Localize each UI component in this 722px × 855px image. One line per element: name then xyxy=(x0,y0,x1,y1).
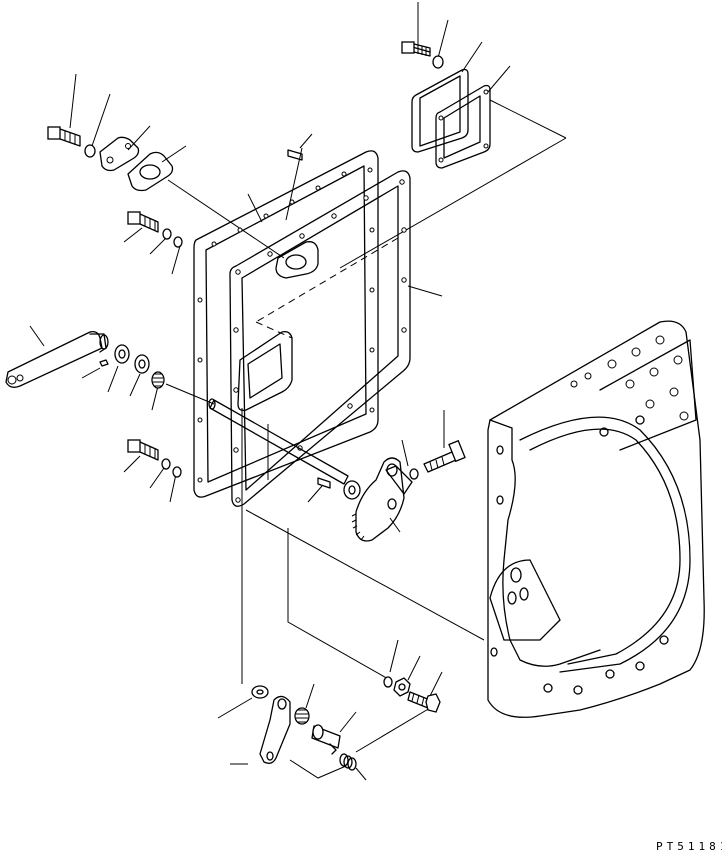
leader-line xyxy=(339,711,357,733)
mid-bolt-group xyxy=(123,211,183,275)
cover-to-housing-line xyxy=(245,509,485,641)
small-cover-assembly-line xyxy=(167,179,285,259)
leader-line xyxy=(247,193,263,223)
leader-line xyxy=(389,639,399,673)
leader-line xyxy=(285,147,303,221)
sector-bolt xyxy=(423,439,466,473)
hidden-line xyxy=(255,237,399,323)
shift-shaft xyxy=(208,398,349,503)
mid-bolt xyxy=(127,211,159,233)
bottom-bolt xyxy=(407,691,441,713)
main-gasket xyxy=(193,150,379,498)
leader-line xyxy=(123,455,141,473)
bottom-spring xyxy=(339,753,357,771)
mid-washer-1 xyxy=(162,228,172,240)
lower-washer-2 xyxy=(172,466,182,478)
leader-line xyxy=(123,227,143,243)
small-cover-gasket xyxy=(127,151,174,192)
shift-lever xyxy=(5,330,109,388)
bottom-washer xyxy=(251,685,269,699)
spring-to-bolt-line xyxy=(355,707,431,753)
leader-line xyxy=(217,697,253,719)
oil-seal xyxy=(114,344,130,364)
hidden-line xyxy=(255,321,293,339)
transmission-housing xyxy=(487,320,705,718)
gasket-to-plate-line xyxy=(489,99,567,139)
housing-boss xyxy=(489,559,561,641)
leader-line xyxy=(355,767,367,781)
leader-line xyxy=(429,671,443,697)
bottom-nut xyxy=(393,677,411,697)
leader-line xyxy=(169,473,177,503)
leader-line xyxy=(171,245,181,275)
top-cover-assembly-line xyxy=(339,137,567,269)
top-cover-plate xyxy=(411,68,469,153)
leader-line xyxy=(389,517,401,533)
lower-bolt-group xyxy=(123,439,182,503)
lower-bolt xyxy=(127,439,159,461)
leader-line xyxy=(307,485,323,503)
housing-top-holes xyxy=(570,335,689,421)
bushing xyxy=(134,354,150,374)
main-gasket-holes xyxy=(197,167,375,483)
leader-line xyxy=(401,439,409,467)
lever-axis-line xyxy=(165,383,215,405)
drawing-code: PT51181 xyxy=(656,840,722,853)
leader-line xyxy=(407,655,421,681)
cover-flange-boss xyxy=(275,241,319,279)
shaft-to-bolt-line xyxy=(287,528,391,681)
small-cover-bolt xyxy=(47,126,81,147)
leader-line xyxy=(299,133,313,149)
dowel-pin xyxy=(287,149,303,161)
collar xyxy=(343,480,361,500)
leader-line xyxy=(127,125,151,151)
leader-line xyxy=(69,73,77,129)
leader-line xyxy=(91,93,111,147)
lever-to-spring-line xyxy=(289,759,347,779)
bottom-bearing xyxy=(294,707,310,725)
small-cover-plate xyxy=(99,136,140,172)
leader-line xyxy=(81,367,101,379)
leader-line xyxy=(149,237,167,255)
sector-gear-group xyxy=(343,410,466,542)
bottom-lever-group xyxy=(217,639,443,781)
shaft-key xyxy=(317,477,331,489)
lever-group xyxy=(5,325,215,411)
top-washer xyxy=(432,55,444,69)
bottom-pin xyxy=(311,724,341,755)
top-bolt xyxy=(401,41,431,57)
leader-line xyxy=(305,683,315,709)
leader-line xyxy=(161,145,187,163)
housing-top-face xyxy=(599,339,697,451)
top-gasket xyxy=(435,84,491,169)
sector-washer xyxy=(409,468,419,480)
mid-washer-2 xyxy=(173,236,183,248)
cover-cutout-bracket xyxy=(237,330,293,412)
leader-lines-top xyxy=(417,2,511,93)
bottom-lever xyxy=(259,695,291,764)
needle-bearing xyxy=(151,371,165,389)
small-cover-washer xyxy=(84,144,96,158)
top-cover-group xyxy=(339,2,567,269)
sector-gear xyxy=(351,457,413,542)
main-cover-holes xyxy=(233,179,407,503)
bottom-washer-small xyxy=(383,676,393,688)
leader-line xyxy=(407,285,443,297)
lower-washer-1 xyxy=(161,458,171,470)
housing-bolt-holes xyxy=(490,415,669,695)
leader-line xyxy=(149,467,165,489)
leader-line xyxy=(29,325,45,347)
small-cover-group xyxy=(47,73,285,259)
leader-line xyxy=(129,373,141,397)
leader-line xyxy=(107,365,119,393)
small-pin xyxy=(99,359,109,367)
main-cover-plate xyxy=(229,133,443,507)
leader-line xyxy=(151,385,159,411)
